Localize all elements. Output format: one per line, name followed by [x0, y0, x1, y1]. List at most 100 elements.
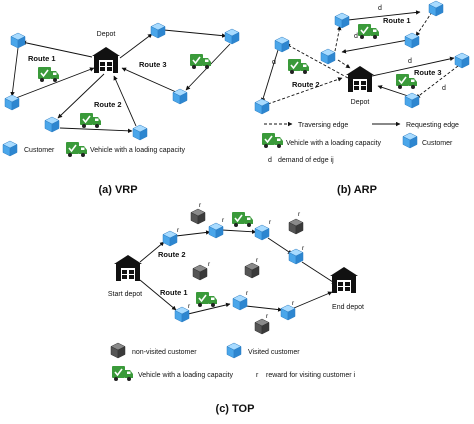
truck-icon	[195, 291, 218, 308]
vrp-route-edges	[10, 29, 231, 134]
start-depot-icon	[114, 255, 142, 281]
arp-route-2-label: Route 2	[292, 80, 320, 89]
arp-route-1-label: Route 1	[383, 16, 411, 25]
visited-customer-icon	[288, 248, 304, 265]
arp-legend-requesting: Requesting edge	[406, 122, 459, 129]
arp-demand-mark: d	[354, 33, 358, 40]
customer-icon	[274, 36, 290, 53]
customer-icon	[454, 52, 470, 69]
customer-icon	[44, 116, 60, 133]
vrp-depot-label: Depot	[97, 31, 116, 38]
non-visited-customer-icon	[110, 342, 126, 359]
customer-icon	[10, 32, 26, 49]
top-legend-non-visited: non-visited customer	[132, 349, 197, 356]
vrp-caption: (a) VRP	[98, 184, 137, 196]
customer-icon	[320, 48, 336, 65]
non-visited-customer-icon	[190, 208, 206, 225]
vrp-route-2-label: Route 2	[94, 100, 122, 109]
vrp-legend: Customer Vehicle with a loading capacity	[2, 140, 185, 158]
reward-mark: r	[199, 202, 202, 209]
arp-depot-label: Depot	[351, 99, 370, 106]
customer-icon	[404, 92, 420, 109]
non-visited-customer-icon	[244, 262, 260, 279]
reward-mark: r	[177, 227, 180, 234]
truck-icon	[111, 365, 134, 382]
top-caption: (c) TOP	[216, 403, 255, 415]
truck-icon	[189, 53, 212, 70]
reward-mark: r	[208, 261, 211, 268]
reward-mark: r	[222, 217, 225, 224]
truck-icon	[261, 132, 284, 149]
vrp-route-3-label: Route 3	[139, 60, 167, 69]
customer-icon	[402, 132, 418, 149]
visited-customer-icon	[174, 306, 190, 323]
top-legend-r-symbol: r	[256, 372, 259, 379]
vrp-panel: Depot Route 1 Route 2 Route 3 Customer V…	[2, 22, 240, 196]
arp-demand-mark: d	[442, 85, 446, 92]
reward-mark: r	[188, 303, 191, 310]
arp-legend-traversing: Traversing edge	[298, 122, 348, 129]
top-route-edges	[139, 229, 337, 315]
visited-customer-icon	[208, 222, 224, 239]
visited-customer-icon	[280, 304, 296, 321]
visited-customer-icon	[254, 224, 270, 241]
customer-icon	[150, 22, 166, 39]
customer-icon	[224, 28, 240, 45]
non-visited-customer-icon	[288, 218, 304, 235]
reward-mark: r	[292, 300, 295, 307]
end-depot-icon	[330, 267, 358, 293]
reward-mark: r	[246, 290, 249, 297]
customer-icon	[428, 0, 444, 17]
arp-demand-mark: d	[408, 58, 412, 65]
top-legend-reward: reward for visiting customer i	[266, 372, 356, 379]
customer-icon	[404, 32, 420, 49]
truck-icon	[357, 23, 380, 40]
truck-icon	[287, 58, 310, 75]
top-legend-vehicle: Vehicle with a loading capacity	[138, 372, 233, 379]
customer-icon	[334, 12, 350, 29]
arp-route-3-label: Route 3	[414, 68, 442, 77]
arp-panel: Depot Route 1 Route 2 Route 3 d d d d d …	[254, 0, 470, 196]
top-legend: non-visited customer Visited customer Ve…	[110, 342, 356, 382]
reward-mark: r	[256, 257, 259, 264]
arp-legend-d-symbol: d	[268, 157, 272, 164]
truck-icon	[231, 211, 254, 228]
end-depot-label: End depot	[332, 304, 364, 311]
truck-icon	[37, 66, 60, 83]
top-panel: Start depot End depot Route 2 Route 1 r …	[108, 202, 364, 415]
arp-demand-mark: d	[378, 5, 382, 12]
customer-icon	[4, 94, 20, 111]
vrp-legend-customer: Customer	[24, 147, 55, 154]
customer-icon	[254, 98, 270, 115]
customer-icon	[132, 124, 148, 141]
arp-legend-vehicle: Vehicle with a loading capacity	[286, 140, 381, 147]
visited-customer-icon	[226, 342, 242, 359]
non-visited-customer-icon	[192, 264, 208, 281]
reward-mark: r	[269, 219, 272, 226]
arp-edges	[261, 10, 459, 105]
arp-legend-demand: demand of edge ij	[278, 157, 334, 164]
truck-icon	[79, 112, 102, 129]
arp-legend: Traversing edge Requesting edge Vehicle …	[261, 121, 459, 164]
vrp-legend-vehicle: Vehicle with a loading capacity	[90, 147, 185, 154]
top-reward-marks: r r r r r r r r r r r r	[177, 202, 305, 320]
arp-caption: (b) ARP	[337, 184, 377, 196]
visited-customer-icon	[232, 294, 248, 311]
reward-mark: r	[266, 313, 269, 320]
arp-legend-customer: Customer	[422, 140, 453, 147]
reward-mark: r	[298, 211, 301, 218]
top-legend-visited: Visited customer	[248, 349, 300, 356]
top-route-2-label: Route 2	[158, 250, 186, 259]
customer-icon	[172, 88, 188, 105]
arp-depot-icon	[346, 66, 374, 92]
top-route-1-label: Route 1	[160, 288, 188, 297]
start-depot-label: Start depot	[108, 291, 142, 298]
non-visited-customer-icon	[254, 318, 270, 335]
vrp-route-1-label: Route 1	[28, 54, 56, 63]
arp-demand-mark: d	[272, 59, 276, 66]
customer-icon	[2, 140, 18, 157]
truck-icon	[65, 141, 88, 158]
visited-customer-icon	[162, 230, 178, 247]
vrp-depot-icon	[92, 47, 120, 73]
